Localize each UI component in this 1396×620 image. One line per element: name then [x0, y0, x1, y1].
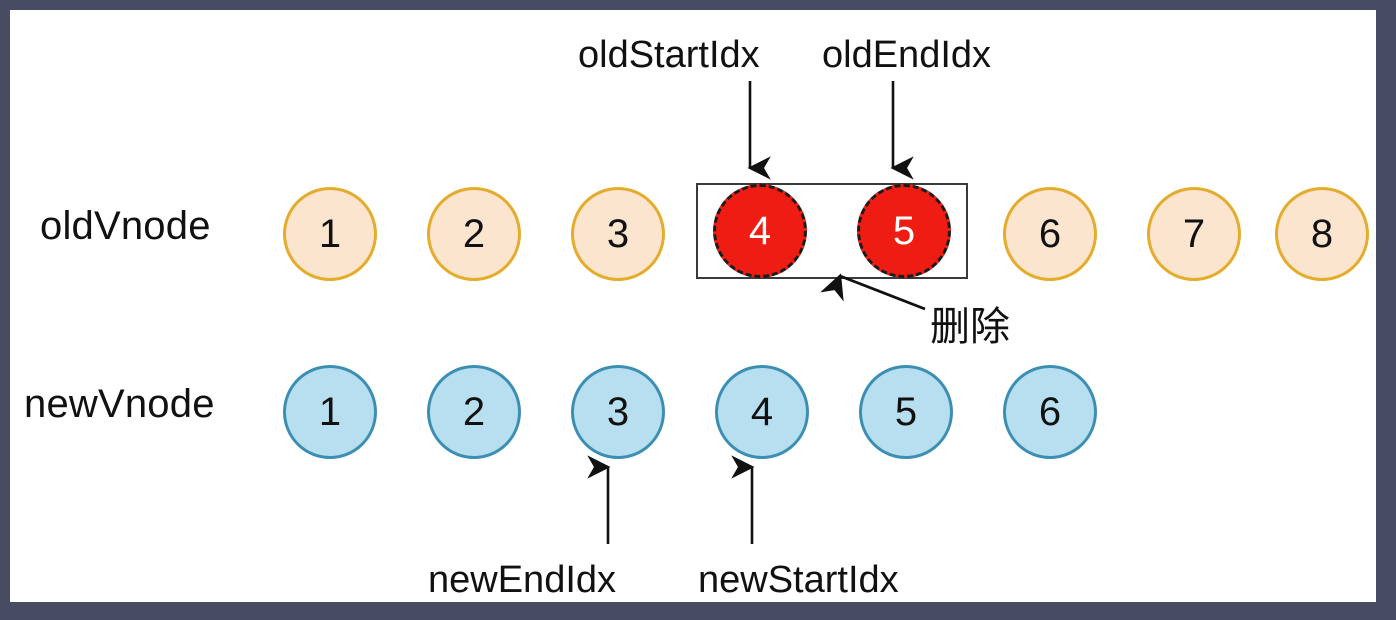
old-node-5-removed[interactable]: 5	[857, 184, 951, 278]
new-node-6[interactable]: 6	[1003, 365, 1097, 459]
new-node-3[interactable]: 3	[571, 365, 665, 459]
annotation-new-end-idx: newEndIdx	[428, 559, 617, 601]
new-node-2-value: 2	[462, 390, 486, 434]
new-node-1-value: 1	[318, 390, 342, 434]
old-node-3[interactable]: 3	[571, 187, 665, 281]
new-node-5[interactable]: 5	[859, 365, 953, 459]
arrow-delete	[820, 273, 926, 311]
old-node-7[interactable]: 7	[1147, 187, 1241, 281]
annotation-delete: 删除	[930, 305, 1010, 349]
row-label-oldvnode: oldVnode	[40, 204, 211, 248]
old-node-6-value: 6	[1038, 212, 1062, 256]
old-node-2[interactable]: 2	[427, 187, 521, 281]
annotation-new-start-idx: newStartIdx	[698, 559, 899, 601]
old-node-7-value: 7	[1182, 212, 1206, 256]
new-node-5-value: 5	[894, 390, 918, 434]
old-node-6[interactable]: 6	[1003, 187, 1097, 281]
new-node-1[interactable]: 1	[283, 365, 377, 459]
new-node-6-value: 6	[1038, 390, 1062, 434]
arrow-overlay	[587, 81, 926, 544]
old-node-4-value: 4	[748, 209, 772, 253]
old-node-1[interactable]: 1	[283, 187, 377, 281]
old-node-2-value: 2	[462, 212, 486, 256]
old-node-4-removed[interactable]: 4	[713, 184, 807, 278]
new-node-4[interactable]: 4	[715, 365, 809, 459]
diagram-canvas: oldVnode newVnode 1 2 3 4 5 6 7 8	[10, 10, 1376, 602]
old-node-1-value: 1	[318, 212, 342, 256]
annotation-old-start-idx: oldStartIdx	[578, 34, 760, 76]
old-node-5-value: 5	[892, 209, 916, 253]
new-node-2[interactable]: 2	[427, 365, 521, 459]
old-node-8[interactable]: 8	[1275, 187, 1369, 281]
new-node-4-value: 4	[750, 390, 774, 434]
annotation-old-end-idx: oldEndIdx	[822, 34, 992, 76]
old-node-3-value: 3	[606, 212, 630, 256]
old-node-8-value: 8	[1310, 212, 1334, 256]
new-node-3-value: 3	[606, 390, 630, 434]
row-label-newvnode: newVnode	[24, 382, 215, 426]
